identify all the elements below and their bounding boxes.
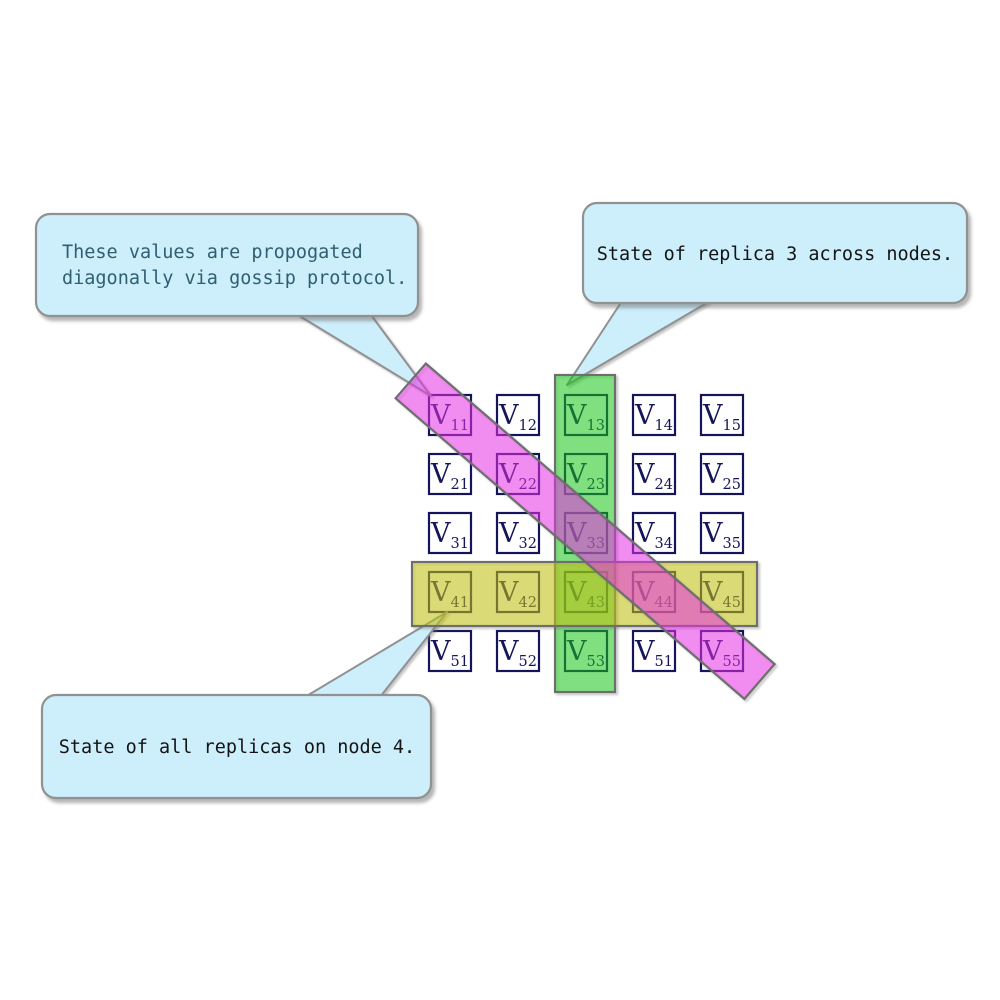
cell-box	[563, 511, 609, 555]
cell-box	[563, 629, 609, 673]
grid-cell-V53-r5c3: V53	[563, 629, 609, 673]
cell-label: V55	[702, 636, 741, 670]
cell-label: V43	[566, 577, 605, 611]
grid-cell-V41-r4c1: V41	[427, 570, 473, 614]
cell-label: V24	[634, 459, 673, 493]
column-3-highlight-band	[553, 373, 617, 694]
cell-box	[699, 393, 745, 437]
gossip-callout-text-line1: These values are propogated	[62, 242, 363, 263]
cell-label: V34	[634, 518, 673, 552]
cell-box	[427, 393, 473, 437]
grid-cell-V51-r5c4: V51	[631, 629, 677, 673]
cell-label: V15	[702, 400, 741, 434]
grid-cell-V21-r2c1: V21	[427, 452, 473, 496]
grid-cell-V34-r3c4: V34	[631, 511, 677, 555]
cell-label: V45	[702, 577, 741, 611]
highlight-bands	[394, 361, 777, 701]
cell-label: V42	[498, 577, 537, 611]
cell-label: V41	[430, 577, 469, 611]
grid-cell-V11-r1c1: V11	[427, 393, 473, 437]
replica-callout-tail	[566, 300, 711, 386]
grid-cell-V52-r5c2: V52	[495, 629, 541, 673]
cell-box	[631, 570, 677, 614]
grid-cell-V22-r2c2: V22	[495, 452, 541, 496]
state-matrix: V11V12V13V14V15V21V22V23V24V25V31V32V33V…	[427, 393, 745, 673]
cell-box	[699, 511, 745, 555]
grid-cell-V23-r2c3: V23	[563, 452, 609, 496]
cell-label: V44	[634, 577, 673, 611]
cell-label: V33	[566, 518, 605, 552]
cell-label: V12	[498, 400, 537, 434]
grid-cell-V33-r3c3: V33	[563, 511, 609, 555]
gossip-callout-bubble	[34, 212, 420, 318]
cell-box	[699, 629, 745, 673]
cell-label: V23	[566, 459, 605, 493]
cell-box	[427, 629, 473, 673]
node4-callout: State of all replicas on node 4.	[40, 693, 433, 800]
cell-label: V31	[430, 518, 469, 552]
cell-box	[427, 511, 473, 555]
cell-label: V25	[702, 459, 741, 493]
cell-box	[495, 629, 541, 673]
cell-box	[699, 570, 745, 614]
cell-box	[631, 511, 677, 555]
grid-cell-V45-r4c5: V45	[699, 570, 745, 614]
node4-callout-text: State of all replicas on node 4.	[59, 737, 415, 758]
row-4-highlight-band	[410, 560, 759, 628]
grid-cell-V31-r3c1: V31	[427, 511, 473, 555]
cell-box	[699, 452, 745, 496]
replica-callout-text: State of replica 3 across nodes.	[597, 244, 953, 265]
cell-label: V11	[430, 400, 469, 434]
grid-cell-V13-r1c3: V13	[563, 393, 609, 437]
grid-cell-V51-r5c1: V51	[427, 629, 473, 673]
cell-box	[631, 393, 677, 437]
replica-callout-bubble	[581, 201, 969, 305]
cell-box	[427, 452, 473, 496]
cell-label: V51	[430, 636, 469, 670]
cell-box	[427, 570, 473, 614]
cell-label: V51	[634, 636, 673, 670]
cell-label: V22	[498, 459, 537, 493]
cell-label: V53	[566, 636, 605, 670]
callout-tails	[297, 300, 711, 698]
grid-cell-V44-r4c4: V44	[631, 570, 677, 614]
grid-cell-V55-r5c5: V55	[699, 629, 745, 673]
cell-label: V52	[498, 636, 537, 670]
cell-box	[495, 452, 541, 496]
grid-cell-V14-r1c4: V14	[631, 393, 677, 437]
cell-box	[631, 452, 677, 496]
cell-box	[563, 452, 609, 496]
grid-cell-V43-r4c3: V43	[563, 570, 609, 614]
cell-label: V21	[430, 459, 469, 493]
grid-cell-V42-r4c2: V42	[495, 570, 541, 614]
cell-box	[563, 393, 609, 437]
callout-bubbles: These values are propogated diagonally v…	[34, 201, 969, 800]
grid-cell-V12-r1c2: V12	[495, 393, 541, 437]
cell-box	[495, 393, 541, 437]
cell-label: V14	[634, 400, 673, 434]
gossip-callout: These values are propogated diagonally v…	[34, 212, 420, 318]
replica-callout: State of replica 3 across nodes.	[581, 201, 969, 305]
grid-cell-V24-r2c4: V24	[631, 452, 677, 496]
cell-box	[495, 511, 541, 555]
cell-box	[631, 629, 677, 673]
grid-cell-V32-r3c2: V32	[495, 511, 541, 555]
cell-box	[495, 570, 541, 614]
diagonal-gossip-highlight-band	[394, 361, 777, 701]
cell-box	[563, 570, 609, 614]
cell-label: V32	[498, 518, 537, 552]
cell-label: V13	[566, 400, 605, 434]
node4-callout-bubble	[40, 693, 433, 800]
gossip-callout-text-line2: diagonally via gossip protocol.	[62, 268, 407, 289]
grid-cell-V15-r1c5: V15	[699, 393, 745, 437]
cell-label: V35	[702, 518, 741, 552]
grid-cell-V35-r3c5: V35	[699, 511, 745, 555]
grid-cell-V25-r2c5: V25	[699, 452, 745, 496]
